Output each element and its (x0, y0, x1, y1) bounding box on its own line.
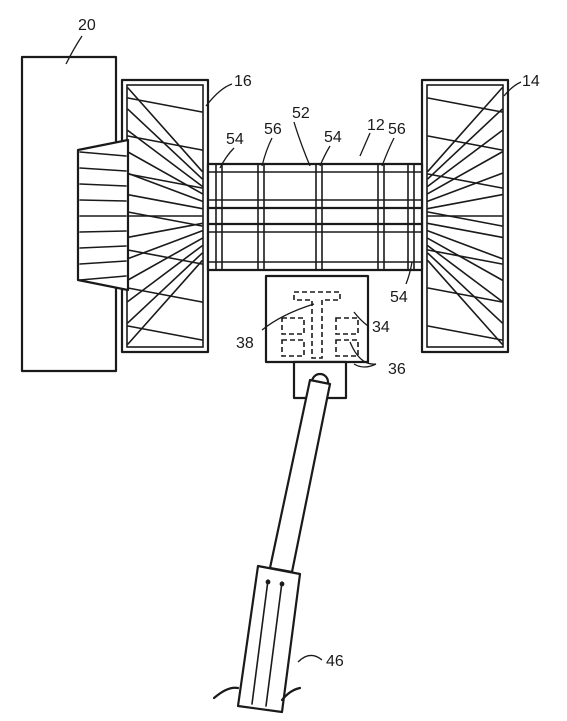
blade-line (427, 259, 503, 345)
blade-line (427, 222, 503, 239)
blade-line (79, 183, 127, 187)
blade-line (79, 275, 127, 281)
blade-line (127, 129, 203, 187)
blade-line (427, 135, 503, 151)
label-54-middle: 54 (324, 129, 342, 146)
label-12: 12 (367, 117, 385, 134)
label-16: 16 (234, 73, 252, 90)
blade-line (127, 287, 203, 303)
left-inner-fan (76, 138, 130, 292)
blade-line (427, 87, 503, 172)
blade-line (427, 252, 503, 324)
blade-line (427, 249, 503, 265)
blade-line (79, 199, 127, 202)
blade-line (127, 151, 203, 195)
blade-line (79, 167, 127, 172)
label-56-left: 56 (264, 121, 282, 138)
blade-line (127, 173, 203, 189)
label-52: 52 (292, 105, 310, 122)
blade-line (427, 325, 503, 341)
right-rotor-14 (420, 78, 510, 354)
label-46: 46 (326, 653, 344, 670)
blade-line (127, 230, 203, 260)
blade-line (127, 135, 203, 151)
blade-line (427, 230, 503, 260)
blade-line (427, 193, 503, 210)
blade-line (427, 245, 503, 303)
label-56-right: 56 (388, 121, 406, 138)
blade-line (127, 97, 203, 113)
blade-line (127, 252, 203, 324)
label-54-left: 54 (226, 131, 244, 148)
blade-line (127, 211, 203, 227)
blade-line (79, 151, 127, 157)
blade-line (427, 97, 503, 113)
blade-line (427, 211, 503, 227)
central-frame-12 (206, 162, 424, 272)
blade-line (79, 230, 127, 233)
blade-line (427, 108, 503, 180)
label-36: 36 (388, 361, 406, 378)
blade-line (79, 260, 127, 265)
blade-line (127, 108, 203, 180)
leader-lines (65, 35, 522, 663)
blade-line (427, 287, 503, 303)
blade-line (127, 193, 203, 210)
blade-line (79, 245, 127, 249)
blade-line (127, 222, 203, 239)
blade-line (427, 237, 503, 281)
blade-line (427, 173, 503, 189)
blade-line (127, 259, 203, 345)
label-14: 14 (522, 73, 540, 90)
blade-line (127, 237, 203, 281)
blade-line (127, 172, 203, 202)
label-34: 34 (372, 319, 390, 336)
blade-line (127, 249, 203, 265)
label-38: 38 (236, 335, 254, 352)
left-rotor-16 (120, 78, 210, 354)
housing-34 (264, 274, 370, 364)
blade-line (427, 151, 503, 195)
label-20: 20 (78, 17, 96, 34)
support-arm-46 (212, 378, 332, 714)
label-54-bottom: 54 (390, 289, 408, 306)
blade-line (427, 172, 503, 202)
blade-line (127, 325, 203, 341)
blade-line (127, 87, 203, 172)
blade-line (127, 245, 203, 303)
